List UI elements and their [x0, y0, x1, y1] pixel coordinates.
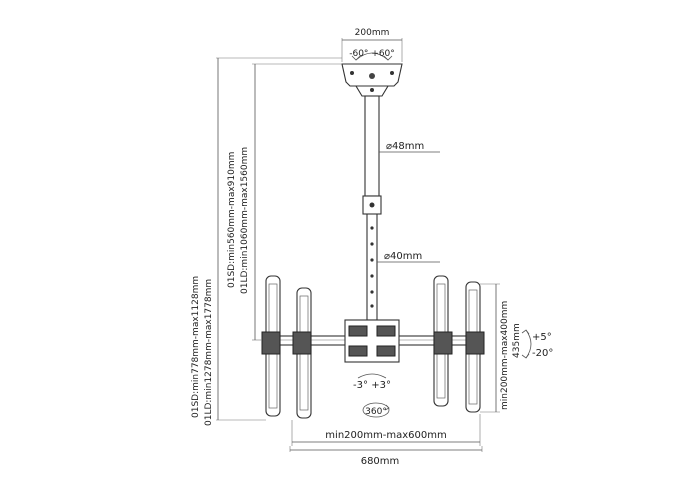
tilt-up-label: +5°: [532, 332, 552, 343]
right-outer-bracket: [465, 281, 485, 413]
left-outer-bracket: [261, 275, 281, 417]
plate-width-label: 200mm: [355, 28, 390, 38]
bracket-height-dimension: min200mm-max400mm 435mm: [480, 283, 522, 413]
lower-tube-diameter: ⌀40mm: [377, 251, 440, 263]
swivel-label: -3° +3°: [353, 380, 391, 391]
plate-tilt-label: -60° +60°: [349, 49, 395, 59]
total-width-dimension: 680mm: [289, 446, 483, 467]
upper-tube-diameter: ⌀48mm: [379, 141, 440, 153]
height-ld-total-label: 01LD:min1278mm-max1778mm: [204, 279, 214, 426]
tilt-down-label: -20°: [532, 348, 553, 359]
upper-tube-diameter-label: ⌀48mm: [386, 141, 424, 152]
center-clamp: [344, 319, 400, 363]
pole-height-dimension: 01SD:min560mm-max910mm 01LD:min1060mm-ma…: [227, 63, 342, 341]
height-sd-total-label: 01SD:min778mm-max1128mm: [191, 276, 201, 418]
total-width-label: 680mm: [361, 456, 400, 467]
swivel-indicator: -3° +3°: [353, 373, 391, 391]
arm-span-label: min200mm-max600mm: [325, 430, 446, 441]
tilt-indicator: +5° -20°: [521, 329, 553, 359]
total-height-dimension: 01SD:min778mm-max1128mm 01LD:min1278mm-m…: [191, 57, 342, 426]
rotation-indicator: 360°: [362, 402, 390, 418]
height-sd-pole-label: 01SD:min560mm-max910mm: [227, 152, 237, 288]
height-ld-pole-label: 01LD:min1060mm-max1560mm: [240, 147, 250, 294]
lower-tube-diameter-label: ⌀40mm: [384, 251, 422, 262]
plate-tilt-indicator: -60° +60°: [349, 49, 395, 61]
pole-collar: [362, 195, 382, 215]
rotation-label: 360°: [365, 407, 387, 417]
left-inner-bracket: [292, 287, 312, 419]
arm-span-dimension: min200mm-max600mm: [291, 414, 481, 446]
right-inner-bracket: [433, 275, 453, 407]
lower-tube: [366, 195, 378, 321]
bracket-height-label: min200mm-max400mm: [500, 301, 510, 410]
bracket-offset-label: 435mm: [512, 323, 522, 358]
upper-tube: [364, 95, 380, 205]
ceiling-plate: [341, 63, 403, 97]
